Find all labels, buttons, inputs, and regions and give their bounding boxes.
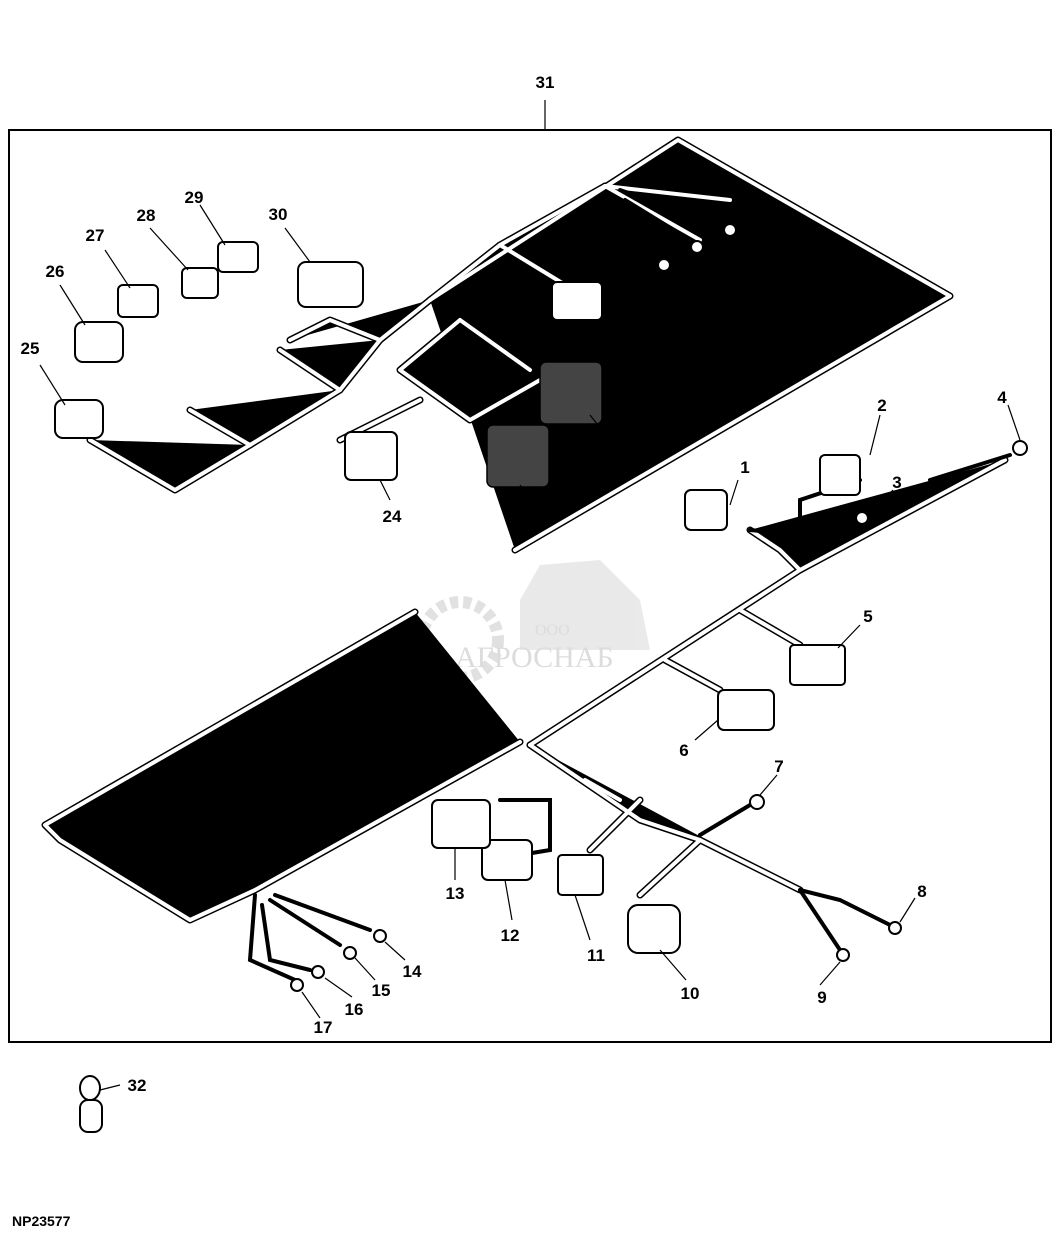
connector-10 (627, 904, 681, 954)
callout-22: 22 (606, 447, 625, 466)
wire-leads (247, 188, 1012, 982)
callout-28: 28 (137, 206, 156, 225)
callout-17: 17 (314, 1018, 333, 1037)
callout-15: 15 (372, 981, 391, 1000)
ring-terminal-4 (1012, 440, 1028, 456)
connector-28 (181, 267, 219, 299)
connector-2 (819, 454, 861, 496)
ring-terminal-14 (373, 929, 387, 943)
callout-6: 6 (679, 741, 688, 760)
ring-terminal-9 (836, 948, 850, 962)
callout-26: 26 (46, 262, 65, 281)
callout-32: 32 (128, 1076, 147, 1095)
callout-25: 25 (21, 339, 40, 358)
connector-6 (717, 689, 775, 731)
ring-terminal-17 (290, 978, 304, 992)
connector-27 (117, 284, 159, 318)
connectors (54, 241, 861, 1133)
callout-labels: 31 1 2 3 4 5 6 7 8 9 10 11 12 13 14 15 1… (21, 73, 1008, 1095)
ring-terminal-8 (888, 921, 902, 935)
callout-19: 19 (713, 274, 732, 293)
connector-11 (557, 854, 604, 896)
connector-22 (539, 361, 603, 425)
connector-21 (551, 281, 603, 321)
ring-terminal-16 (311, 965, 325, 979)
callout-24: 24 (383, 507, 402, 526)
connector-13 (431, 799, 491, 849)
callout-13: 13 (446, 884, 465, 903)
callout-4: 4 (997, 388, 1007, 407)
callout-11: 11 (587, 946, 605, 965)
callout-8: 8 (917, 882, 926, 901)
ring-terminal-7 (749, 794, 765, 810)
ring-terminal-20 (657, 258, 671, 272)
figure-code: NP23577 (12, 1213, 71, 1229)
ring-terminal-18 (723, 223, 737, 237)
callout-12: 12 (501, 926, 520, 945)
callout-14: 14 (403, 962, 422, 981)
ring-terminal-15 (343, 946, 357, 960)
callout-7: 7 (774, 757, 783, 776)
callout-10: 10 (681, 984, 700, 1003)
connector-25 (54, 399, 104, 439)
connector-26 (74, 321, 124, 363)
connector-24 (344, 431, 398, 481)
ring-terminal-3 (855, 511, 869, 525)
callout-30: 30 (269, 205, 288, 224)
callout-23: 23 (528, 511, 547, 530)
bulb-32 (79, 1075, 103, 1133)
callout-31: 31 (536, 73, 555, 92)
callout-16: 16 (345, 1000, 364, 1019)
svg-text:АГРОСНАБ: АГРОСНАБ (455, 641, 614, 674)
callout-3: 3 (892, 473, 901, 492)
svg-text:ООО: ООО (535, 622, 570, 639)
connector-12 (481, 839, 533, 881)
connector-30 (297, 261, 364, 308)
connector-23 (486, 424, 550, 488)
ring-terminals (290, 223, 1028, 992)
callout-5: 5 (863, 607, 872, 626)
ring-terminal-19 (690, 240, 704, 254)
connector-29 (217, 241, 259, 273)
assembly-frame (8, 129, 1052, 1043)
leader-lines (39, 204, 1021, 1091)
callout-2: 2 (877, 396, 886, 415)
connector-1 (684, 489, 728, 531)
callout-18: 18 (747, 257, 766, 276)
callout-21: 21 (602, 345, 621, 364)
callout-20: 20 (675, 298, 694, 317)
callout-1: 1 (740, 458, 749, 477)
callout-27: 27 (86, 226, 105, 245)
watermark: ООО АГРОСНАБ (416, 560, 650, 684)
callout-9: 9 (817, 988, 826, 1007)
connector-5 (789, 644, 846, 686)
callout-29: 29 (185, 188, 204, 207)
